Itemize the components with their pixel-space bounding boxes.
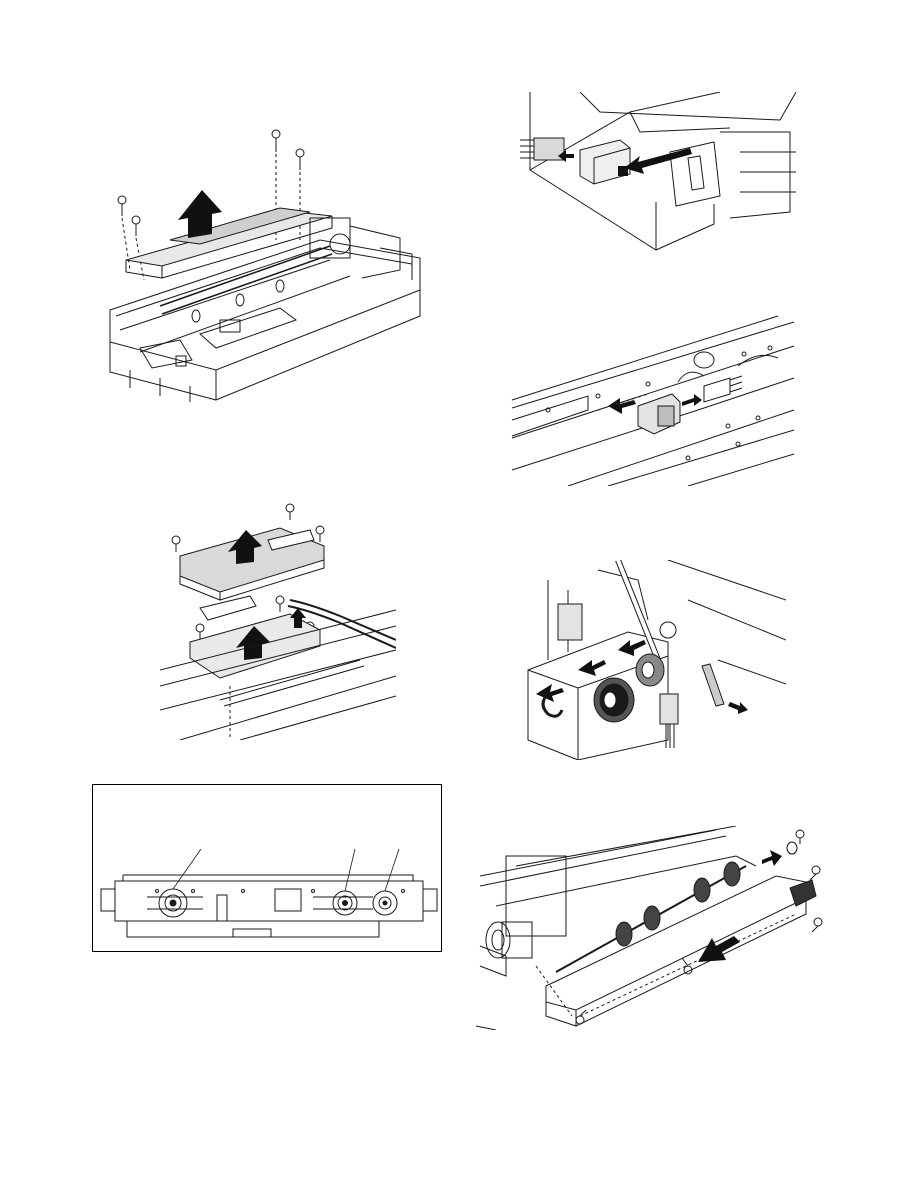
pulley-frame-illustration: [93, 785, 443, 953]
sensor-illustration: [508, 310, 800, 486]
left-arrow-icon: [536, 684, 564, 702]
right-arrow-icon: [762, 850, 782, 866]
right-arrow-icon: [682, 394, 702, 406]
pull-arrow-icon: [624, 148, 692, 174]
figure-roller-frame-removal: [476, 826, 832, 1030]
pwb-illustration: [160, 500, 396, 740]
figure-scanner-unit-removal: [100, 120, 440, 410]
left-arrow-icon: [578, 660, 606, 676]
figure-pulley-position-detail: [92, 784, 442, 952]
figure-sensor-removal: [508, 310, 800, 486]
figure-pwb-cover-removal: [160, 500, 396, 740]
left-arrow-icon: [618, 640, 646, 656]
figure-gear-bushing-removal: [518, 560, 786, 760]
figure-connector-cover-removal: [520, 92, 796, 254]
left-arrow-icon: [608, 398, 636, 414]
scanner-frame-illustration: [100, 120, 440, 410]
gear-illustration: [518, 560, 786, 760]
right-arrow-icon: [728, 702, 748, 714]
roller-illustration: [476, 826, 832, 1030]
connector-illustration: [520, 92, 796, 254]
